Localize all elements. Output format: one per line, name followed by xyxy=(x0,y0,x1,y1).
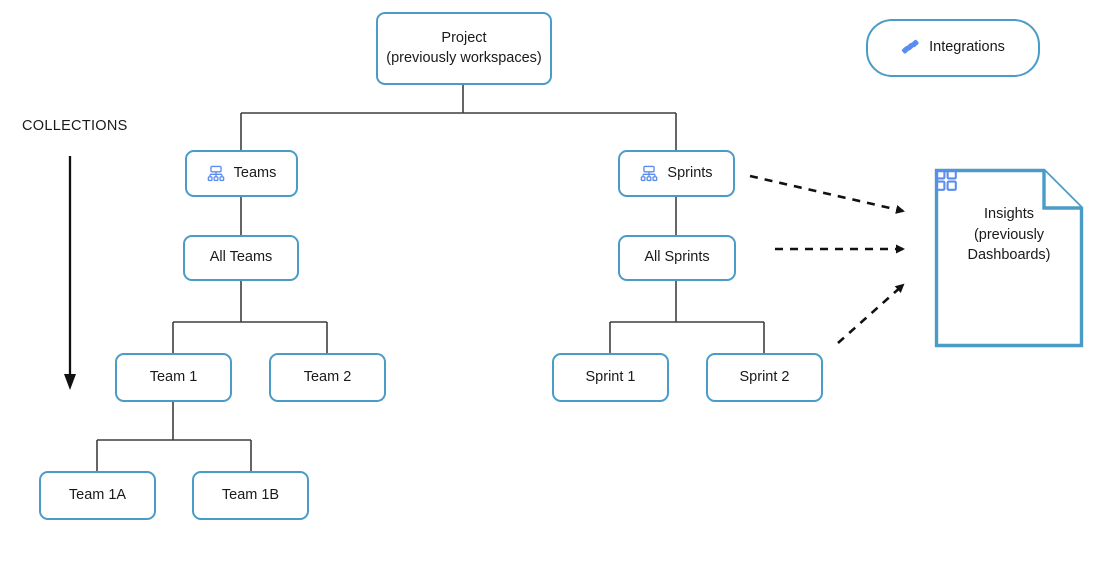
node-sprint-1[interactable]: Sprint 1 xyxy=(552,353,669,402)
node-sprints[interactable]: Sprints xyxy=(618,150,735,197)
node-all-teams-label: All Teams xyxy=(209,249,273,266)
collections-direction-arrow xyxy=(64,156,76,390)
node-team-1b[interactable]: Team 1B xyxy=(192,471,309,520)
org-chart-icon xyxy=(640,165,658,183)
node-team-1b-label: Team 1B xyxy=(221,486,280,503)
node-team-2-label: Team 2 xyxy=(303,368,352,385)
node-team-1a[interactable]: Team 1A xyxy=(39,471,156,520)
node-team-1a-label: Team 1A xyxy=(68,486,127,503)
node-all-sprints-label: All Sprints xyxy=(644,249,710,266)
node-team-2[interactable]: Team 2 xyxy=(269,353,386,402)
node-integrations-label: Integrations xyxy=(929,39,1005,56)
node-project[interactable]: Project (previously workspaces) xyxy=(376,12,552,85)
node-insights-line1: Insights xyxy=(984,206,1034,222)
node-team-1[interactable]: Team 1 xyxy=(115,353,232,402)
node-sprint-1-label: Sprint 1 xyxy=(585,368,636,385)
link-icon xyxy=(901,39,920,58)
node-all-teams[interactable]: All Teams xyxy=(183,235,299,281)
node-sprints-label: Sprints xyxy=(667,164,713,181)
node-team-1-label: Team 1 xyxy=(149,368,198,385)
node-all-sprints[interactable]: All Sprints xyxy=(618,235,736,281)
node-sprint-2-label: Sprint 2 xyxy=(739,368,790,385)
node-integrations[interactable]: Integrations xyxy=(866,19,1040,77)
node-project-line2: (previously workspaces) xyxy=(386,49,542,66)
node-teams-label: Teams xyxy=(233,164,277,181)
node-teams[interactable]: Teams xyxy=(185,150,298,197)
node-insights-line3: Dashboards) xyxy=(967,247,1051,264)
node-sprint-2[interactable]: Sprint 2 xyxy=(706,353,823,402)
org-chart-icon xyxy=(207,165,225,183)
node-insights-line2: (previously xyxy=(973,226,1045,243)
collections-label: COLLECTIONS xyxy=(22,118,128,134)
node-project-line1: Project xyxy=(441,29,487,46)
node-insights[interactable]: Insights (previously Dashboards) xyxy=(934,168,1084,348)
